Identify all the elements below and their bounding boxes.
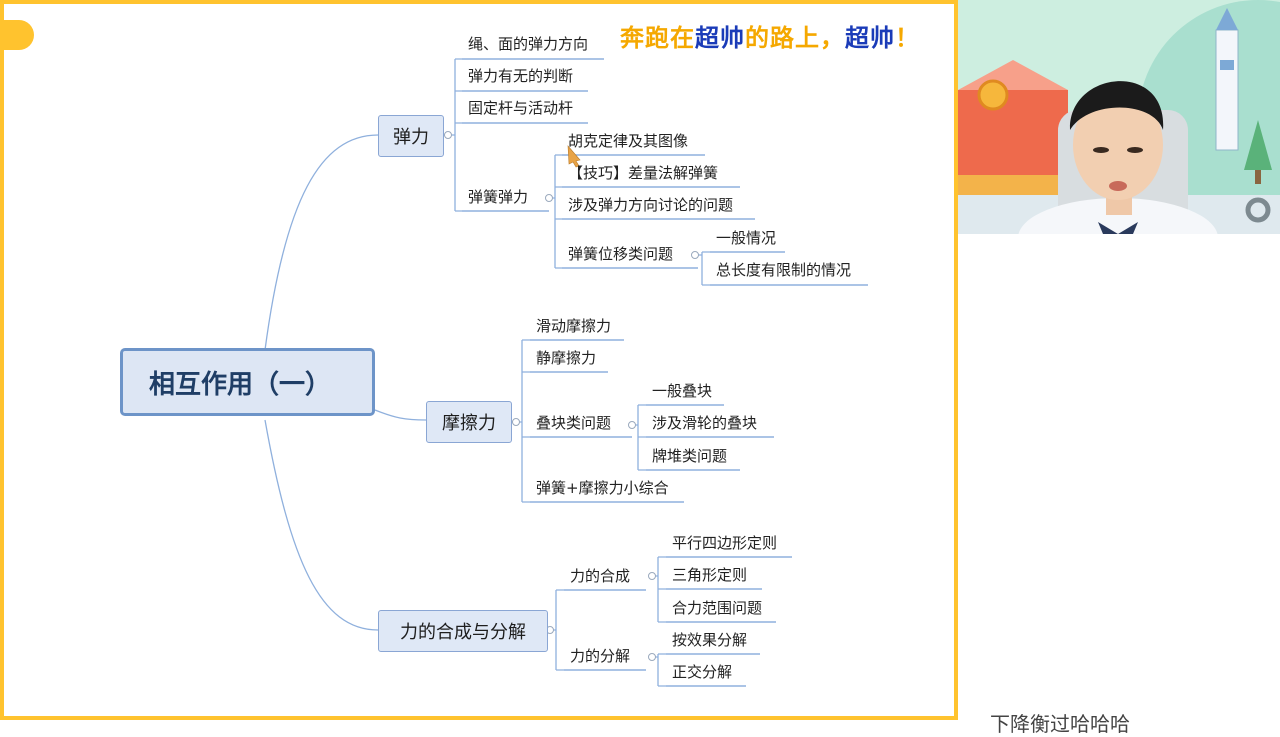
webcam-frame — [958, 0, 1280, 234]
leaf-node[interactable]: 一般叠块 — [652, 382, 713, 400]
leaf-node[interactable]: 正交分解 — [672, 663, 733, 681]
mindmap-connectors — [264, 58, 868, 687]
leaf-node[interactable]: 弹簧+摩擦力小综合 — [536, 479, 669, 497]
leaf-node[interactable]: 弹簧位移类问题 — [568, 245, 674, 263]
leaf-node[interactable]: 叠块类问题 — [536, 414, 612, 432]
slogan-part: 超帅 — [845, 23, 895, 52]
collapse-toggle — [545, 194, 553, 202]
collapse-toggle — [444, 131, 452, 139]
slogan-part: 奔跑在 — [620, 23, 695, 52]
connector — [658, 556, 666, 623]
collapse-toggle — [691, 251, 699, 259]
leaf-node[interactable]: 一般情况 — [716, 229, 777, 247]
leaf-node[interactable]: 滑动摩擦力 — [536, 317, 612, 335]
collapse-toggle — [648, 653, 656, 661]
leaf-node[interactable]: 力的合成 — [570, 567, 631, 585]
connector — [638, 404, 646, 471]
connector — [652, 557, 659, 622]
leaf-node[interactable]: 【技巧】差量法解弹簧 — [568, 164, 719, 182]
slogan-part: ！ — [895, 23, 920, 52]
leaf-node[interactable]: 三角形定则 — [672, 566, 748, 584]
connector — [698, 252, 703, 285]
leaf-node[interactable]: 力的分解 — [570, 647, 631, 665]
collapse-toggle — [512, 418, 520, 426]
leaf-node[interactable]: 涉及滑轮的叠块 — [652, 414, 758, 432]
leaf-node[interactable]: 总长度有限制的情况 — [716, 261, 852, 279]
connector — [555, 154, 562, 269]
slogan-part: 超帅 — [695, 23, 745, 52]
bottom-caption: 下降衡过哈哈哈 — [990, 712, 1130, 736]
leaf-node[interactable]: 胡克定律及其图像 — [568, 132, 689, 150]
connector — [374, 409, 427, 421]
connector — [632, 405, 639, 470]
branch-friction[interactable]: 摩擦力 — [426, 401, 512, 443]
leaf-node[interactable]: 涉及弹力方向讨论的问题 — [568, 196, 734, 214]
connector — [522, 339, 530, 503]
leaf-node[interactable]: 固定杆与活动杆 — [468, 99, 574, 117]
connector — [264, 134, 379, 351]
connector — [702, 251, 710, 286]
leaf-node[interactable]: 牌堆类问题 — [652, 447, 728, 465]
side-panel — [958, 234, 1280, 720]
connector — [556, 589, 564, 671]
leaf-node[interactable]: 绳、面的弹力方向 — [468, 35, 589, 53]
collapse-toggle — [628, 421, 636, 429]
collapse-toggle — [648, 572, 656, 580]
leaf-node[interactable]: 平行四边形定则 — [672, 534, 778, 552]
leaf-node[interactable]: 合力范围问题 — [672, 599, 763, 617]
connector — [455, 58, 462, 212]
root-node[interactable]: 相互作用（一） — [120, 348, 375, 416]
webcam-video — [958, 0, 1280, 234]
connector — [658, 653, 666, 687]
cursor-icon — [567, 145, 581, 168]
branch-elastic[interactable]: 弹力 — [378, 115, 444, 157]
leaf-node[interactable]: 弹簧弹力 — [468, 188, 529, 206]
slide-tab-marker — [0, 20, 34, 50]
leaf-node[interactable]: 按效果分解 — [672, 631, 748, 649]
branch-composition[interactable]: 力的合成与分解 — [378, 610, 548, 652]
slogan: 奔跑在超帅的路上，超帅！ — [620, 18, 920, 53]
connector — [264, 419, 379, 631]
slogan-part: 的路上， — [745, 23, 845, 52]
connector — [549, 155, 556, 268]
leaf-node[interactable]: 弹力有无的判断 — [468, 67, 574, 85]
leaf-node[interactable]: 静摩擦力 — [536, 349, 597, 367]
